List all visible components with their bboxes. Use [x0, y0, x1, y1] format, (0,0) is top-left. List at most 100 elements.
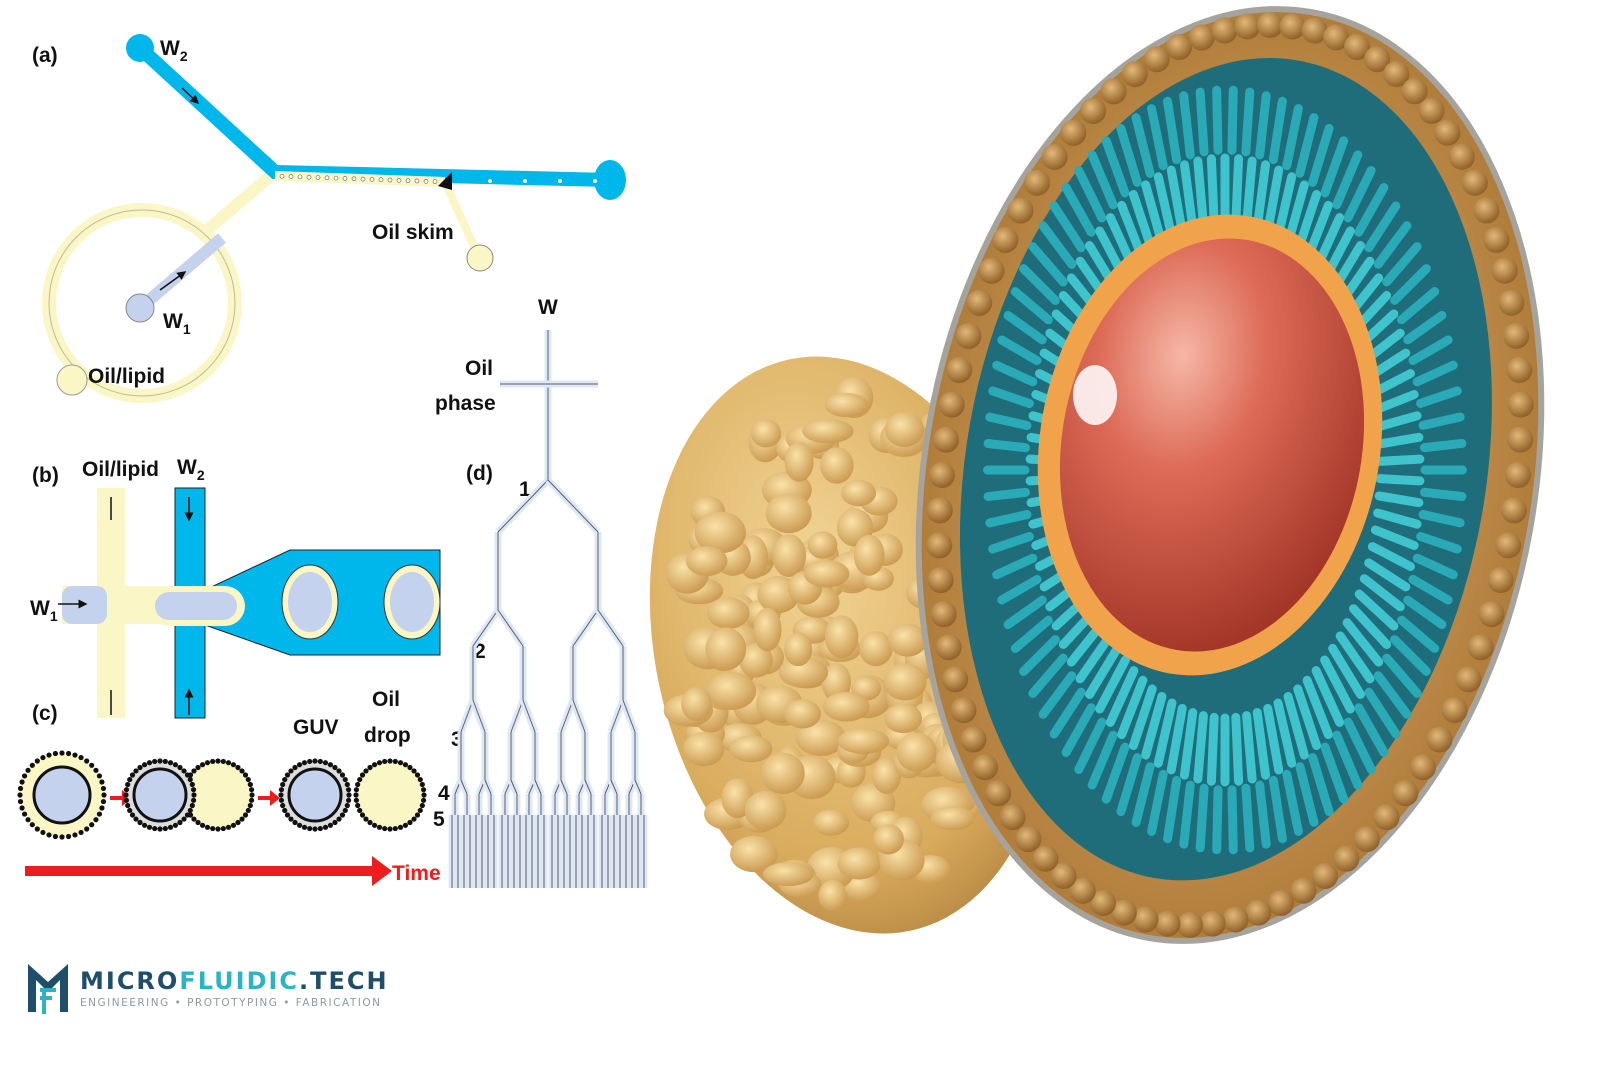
lipid-head	[167, 760, 174, 766]
lipid-head-bead	[1290, 877, 1317, 904]
microfluidic-logo-icon	[28, 964, 68, 1014]
lipid-head	[353, 797, 360, 803]
surface-bump	[685, 546, 728, 576]
lipid-head	[123, 792, 129, 798]
lipid-tail	[1382, 653, 1422, 698]
lipid-tail	[1375, 474, 1425, 486]
lipid-head-bead	[946, 356, 973, 383]
lipid-tail	[1242, 711, 1257, 784]
lipid-head	[288, 768, 294, 774]
lipid-head-bead	[927, 567, 954, 594]
lipid-tail	[997, 574, 1042, 605]
surface-bump	[753, 607, 782, 652]
lipid-head	[210, 825, 216, 832]
lipid-head	[296, 762, 303, 768]
lipid-head-bead	[1177, 912, 1204, 938]
lipid-head	[157, 826, 163, 832]
lipid-head	[307, 758, 313, 765]
lipid-head	[239, 816, 245, 822]
lipid-tail	[1131, 113, 1155, 178]
channel	[560, 699, 574, 733]
lipid-head	[133, 816, 139, 822]
lipid-head	[402, 762, 409, 768]
lipid-head	[235, 764, 241, 771]
lipid-head	[307, 825, 313, 832]
lipid-tail	[1373, 411, 1422, 432]
lipid-head	[17, 798, 24, 805]
oil-reservoir	[56, 364, 88, 396]
lipid-tail	[1373, 671, 1412, 719]
channel	[460, 779, 468, 795]
lipid-head-bead	[1110, 899, 1137, 926]
lipid-head-bead	[1015, 826, 1042, 853]
channel	[610, 779, 618, 795]
lipid-tail	[1163, 775, 1182, 844]
lipid-head	[191, 816, 197, 822]
lipid-tail	[1255, 780, 1271, 849]
lipid-tail	[1061, 703, 1096, 757]
lipid-tail	[983, 487, 1030, 502]
w2-channel	[135, 42, 611, 187]
lipid-head-bead	[1245, 899, 1272, 926]
w1-label: W1	[163, 310, 191, 337]
lipid-head	[162, 758, 168, 765]
surface-bump	[820, 447, 854, 484]
lipid-tail	[1255, 91, 1271, 160]
panel-d-label: (d)	[466, 462, 493, 485]
lipid-head	[29, 762, 35, 768]
vesicle-illustration	[649, 6, 1545, 944]
lipid-tail	[1268, 96, 1287, 164]
droplet	[558, 179, 562, 183]
lipid-head-bead	[930, 601, 957, 628]
lipid-tail	[1116, 123, 1142, 187]
lipid-head	[190, 797, 197, 803]
lipid-head	[137, 764, 143, 771]
w1-reservoir	[125, 293, 155, 323]
time-arrow	[25, 856, 392, 886]
droplet	[297, 174, 303, 180]
lipid-tail	[1354, 589, 1399, 631]
lipid-tail	[1308, 753, 1334, 817]
lipid-head-bead	[1041, 143, 1068, 170]
surface-bump	[822, 691, 870, 722]
lipid-tail	[1241, 87, 1255, 157]
lipid-head-bead	[1434, 119, 1461, 146]
lipid-tail	[1193, 711, 1208, 784]
lipid-head	[339, 772, 346, 778]
lipid-head	[123, 797, 130, 803]
lipid-head-bead	[1007, 197, 1034, 224]
channel	[572, 699, 586, 733]
lipid-head	[215, 826, 221, 832]
surface-bump	[705, 627, 747, 671]
surface-bump	[762, 862, 814, 887]
lipid-head	[17, 792, 23, 798]
lipid-head	[46, 752, 52, 758]
lipid-head	[327, 822, 334, 828]
oil-skim-reservoir	[466, 244, 494, 272]
droplet	[360, 176, 366, 182]
surface-bump	[761, 752, 805, 795]
droplet	[523, 179, 527, 183]
lipid-head-bead	[1506, 356, 1533, 383]
lipid-head	[89, 822, 95, 828]
lipid-head	[417, 776, 423, 783]
lipid-head	[242, 772, 249, 778]
lipid-head-bead	[972, 754, 999, 781]
lipid-head	[191, 792, 197, 798]
lipid-head	[342, 807, 348, 814]
surface-bump	[818, 879, 847, 912]
lipid-head	[189, 802, 195, 809]
lipid-head	[278, 787, 285, 793]
lipid-head	[411, 768, 417, 774]
lipid-head	[327, 762, 334, 768]
lipid-head	[242, 812, 249, 818]
lipid-head	[93, 817, 99, 823]
lipid-tail	[1308, 123, 1334, 187]
lipid-head	[84, 758, 90, 764]
lipid-tail	[1166, 165, 1187, 237]
lipid-head	[317, 825, 323, 832]
lipid-head	[34, 758, 40, 764]
lipid-tail	[1038, 221, 1077, 269]
lipid-tail	[1282, 104, 1303, 171]
lipid-head	[187, 807, 193, 814]
